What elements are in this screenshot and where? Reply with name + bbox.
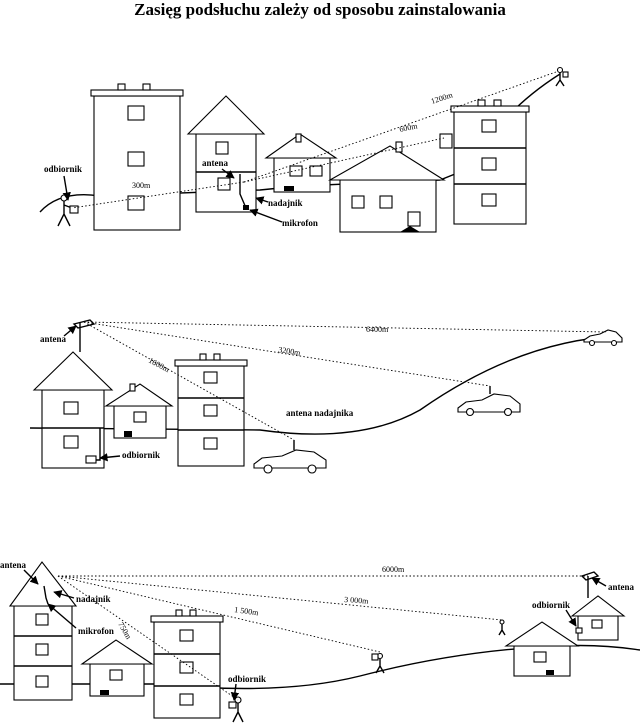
label-transmitter-3: nadajnik bbox=[76, 594, 111, 604]
car-far bbox=[583, 329, 623, 347]
receiver-person-bottom bbox=[228, 696, 244, 723]
car-transmitter bbox=[253, 440, 327, 474]
distance-3200m: 3200m bbox=[278, 345, 302, 357]
label-microphone-1: mikrofon bbox=[282, 218, 318, 228]
scene-2-car-transmitter: antena antena nadajnika odbiornik 1600m … bbox=[29, 319, 623, 474]
small-house-2 bbox=[104, 383, 174, 439]
receiver-person-far-3 bbox=[498, 619, 506, 636]
distance-300m: 300m bbox=[132, 181, 151, 190]
label-antenna-1: antena bbox=[202, 158, 229, 168]
range-line-300m bbox=[71, 181, 245, 209]
house-with-roof-antenna bbox=[32, 319, 114, 469]
house-with-transmitter bbox=[186, 95, 266, 213]
label-transmitter-antenna-2: antena nadajnika bbox=[286, 408, 354, 418]
receiver-device-2 bbox=[85, 455, 97, 464]
distance-3000m: 3 000m bbox=[344, 595, 370, 606]
label-receiver-3-bottom: odbiornik bbox=[228, 674, 266, 684]
receiver-person-hill-3 bbox=[371, 652, 385, 674]
label-receiver-2: odbiornik bbox=[122, 450, 160, 460]
distance-1200m: 1200m bbox=[430, 90, 455, 106]
apartment-block-2 bbox=[174, 353, 248, 467]
scene-3-roof-transmitter: antena nadajnik mikrofon odbiornik odbio… bbox=[0, 560, 640, 723]
distance-1500m: 1 500m bbox=[234, 605, 260, 617]
range-line-750m bbox=[57, 575, 239, 701]
house-right-upper bbox=[570, 571, 626, 641]
distance-750m: 750m bbox=[116, 621, 133, 642]
distance-600m: 600m bbox=[399, 121, 419, 134]
antenna-wire bbox=[239, 174, 247, 209]
distance-1600m: 1600m bbox=[147, 356, 172, 375]
ground-line-2 bbox=[29, 335, 621, 435]
wide-house bbox=[327, 141, 446, 233]
page-title: Zasięg podsłuchu zależy od sposobu zains… bbox=[134, 0, 506, 19]
small-house-middle bbox=[264, 133, 338, 193]
label-antenna-3-right: antena bbox=[608, 582, 635, 592]
tall-house-with-antenna bbox=[8, 561, 78, 701]
label-transmitter-1: nadajnik bbox=[268, 198, 303, 208]
ground-line-3 bbox=[0, 644, 640, 690]
range-line-6400m bbox=[83, 321, 607, 333]
balcony-receiver bbox=[439, 133, 453, 149]
label-microphone-3: mikrofon bbox=[78, 626, 114, 636]
apartment-block-3 bbox=[150, 609, 224, 719]
label-antenna-2: antena bbox=[40, 334, 67, 344]
transmitter-device bbox=[243, 205, 249, 210]
tall-building-left bbox=[90, 83, 184, 231]
label-receiver-1: odbiornik bbox=[44, 164, 82, 174]
label-antenna-3-left: antena bbox=[0, 560, 27, 570]
distance-6400m: 6400m bbox=[366, 325, 389, 334]
car-middle bbox=[457, 386, 521, 417]
house-right-lower bbox=[504, 621, 580, 677]
distance-6000m: 6000m bbox=[382, 565, 405, 574]
label-receiver-3-right: odbiornik bbox=[532, 600, 570, 610]
range-line-3000m bbox=[57, 575, 503, 621]
small-house-3 bbox=[80, 639, 154, 697]
range-line-600m bbox=[243, 137, 445, 183]
apartment-block-right bbox=[439, 99, 530, 225]
receiver-person-hill bbox=[555, 66, 569, 87]
range-line-1600m bbox=[83, 321, 295, 441]
scene-1-apartment-transmitter: odbiornik antena nadajnik mikrofon 300m … bbox=[39, 66, 569, 233]
